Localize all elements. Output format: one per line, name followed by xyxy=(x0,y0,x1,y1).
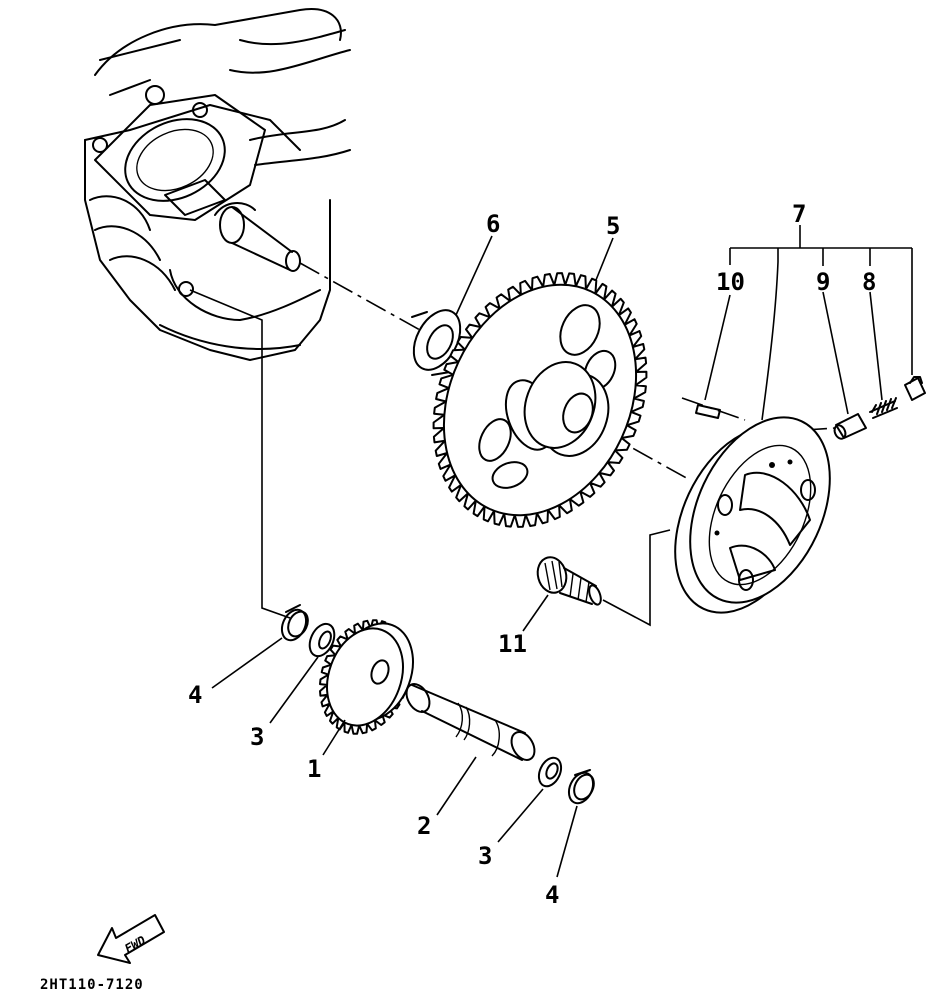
idler-gear-part-5 xyxy=(432,272,648,528)
drawing-code: 2HT110-7120 xyxy=(40,977,144,993)
pin-part-10 xyxy=(695,404,721,419)
circlip-part-4-bottom xyxy=(567,769,595,805)
label-part-3-bottom: 3 xyxy=(478,842,492,870)
shaft-part-2 xyxy=(405,683,536,761)
spring-part-8 xyxy=(869,397,898,419)
label-part-4-bottom: 4 xyxy=(545,881,559,909)
label-part-5: 5 xyxy=(606,212,620,240)
bolt-part-11 xyxy=(536,556,602,606)
forward-arrow-icon: FWD xyxy=(97,914,165,964)
label-part-8: 8 xyxy=(862,268,876,296)
washer-part-6 xyxy=(411,309,462,376)
label-part-3-top: 3 xyxy=(250,723,264,751)
label-part-7: 7 xyxy=(792,200,806,228)
label-part-10: 10 xyxy=(716,268,745,296)
label-part-1: 1 xyxy=(307,755,321,783)
clutch-small-parts xyxy=(695,376,926,440)
label-part-4-top: 4 xyxy=(188,681,202,709)
washer-part-3-bottom xyxy=(537,756,563,788)
clutch-assembly-part-7 xyxy=(674,416,831,614)
label-part-6: 6 xyxy=(486,210,500,238)
label-part-2: 2 xyxy=(417,812,431,840)
engine-crankcase xyxy=(84,8,351,361)
label-part-11: 11 xyxy=(498,630,527,658)
part-labels: 6 5 7 10 9 8 11 4 3 1 2 3 4 xyxy=(188,200,876,909)
kick-gear-part-1 xyxy=(319,619,414,735)
washer-part-3-top xyxy=(308,622,336,658)
cap-plug xyxy=(904,376,926,401)
circlip-part-4-top xyxy=(280,604,309,642)
label-part-9: 9 xyxy=(816,268,830,296)
leader-lines xyxy=(211,225,913,878)
roller-part-9 xyxy=(833,413,867,440)
